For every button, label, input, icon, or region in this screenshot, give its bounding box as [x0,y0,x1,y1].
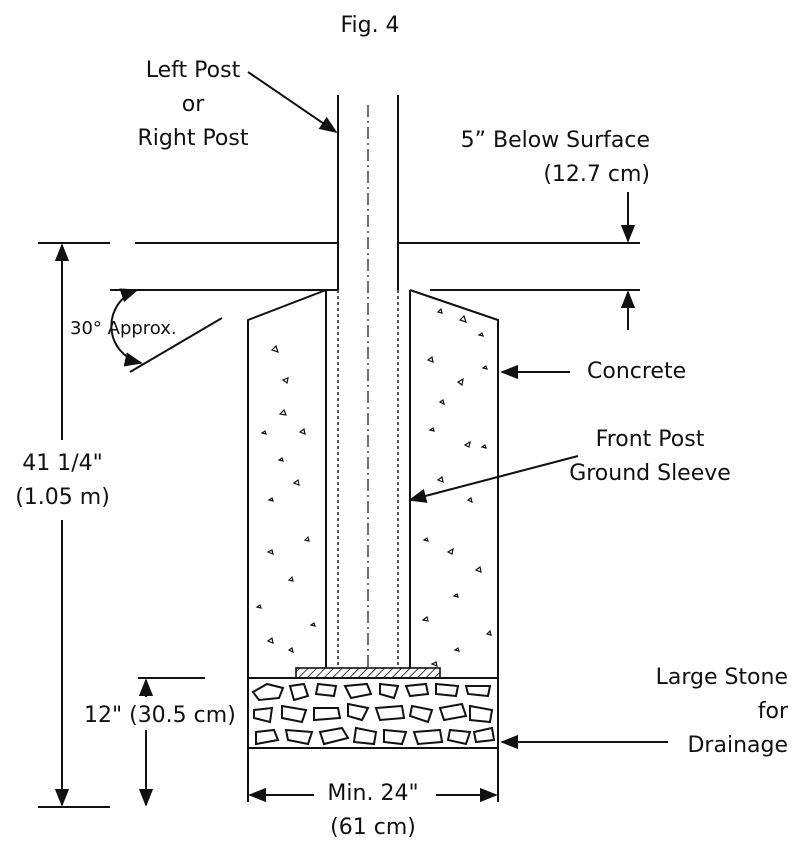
depth-label-line2: (1.05 m) [15,485,110,510]
sleeve-label-line2: Ground Sleeve [569,461,731,486]
leader-lines [247,71,668,750]
below-surface-label-line1: 5” Below Surface [460,128,650,153]
concrete-aggregate [255,307,492,667]
width-dimension [247,748,499,803]
depth-dimension [38,243,110,808]
post [337,95,399,668]
concrete-label: Concrete [587,359,687,384]
stone-label-line1: Large Stone [655,665,788,690]
surface-lines [38,242,640,291]
stone-depth-label: 12" (30.5 cm) [84,703,236,728]
below-surface-label-line2: (12.7 cm) [543,162,650,187]
figure-title: Fig. 4 [340,13,400,38]
angle-indicator [110,288,223,373]
stone-label-line3: Drainage [687,733,788,758]
angle-label: 30° Approx. [70,318,177,339]
width-label-line1: Min. 24" [327,781,419,806]
stone-label-line2: for [757,699,788,724]
stone-layer [247,677,499,749]
concrete-footing [247,289,499,678]
depth-label-line1: 41 1/4" [22,451,103,476]
width-label-line2: (61 cm) [330,815,416,840]
sleeve-label-line1: Front Post [595,427,705,452]
base-plate [295,667,441,679]
stone-depth-dimension [138,677,205,807]
post-label-line2: or [181,92,205,117]
post-label-line1: Left Post [145,58,241,83]
post-label-line3: Right Post [137,126,249,151]
